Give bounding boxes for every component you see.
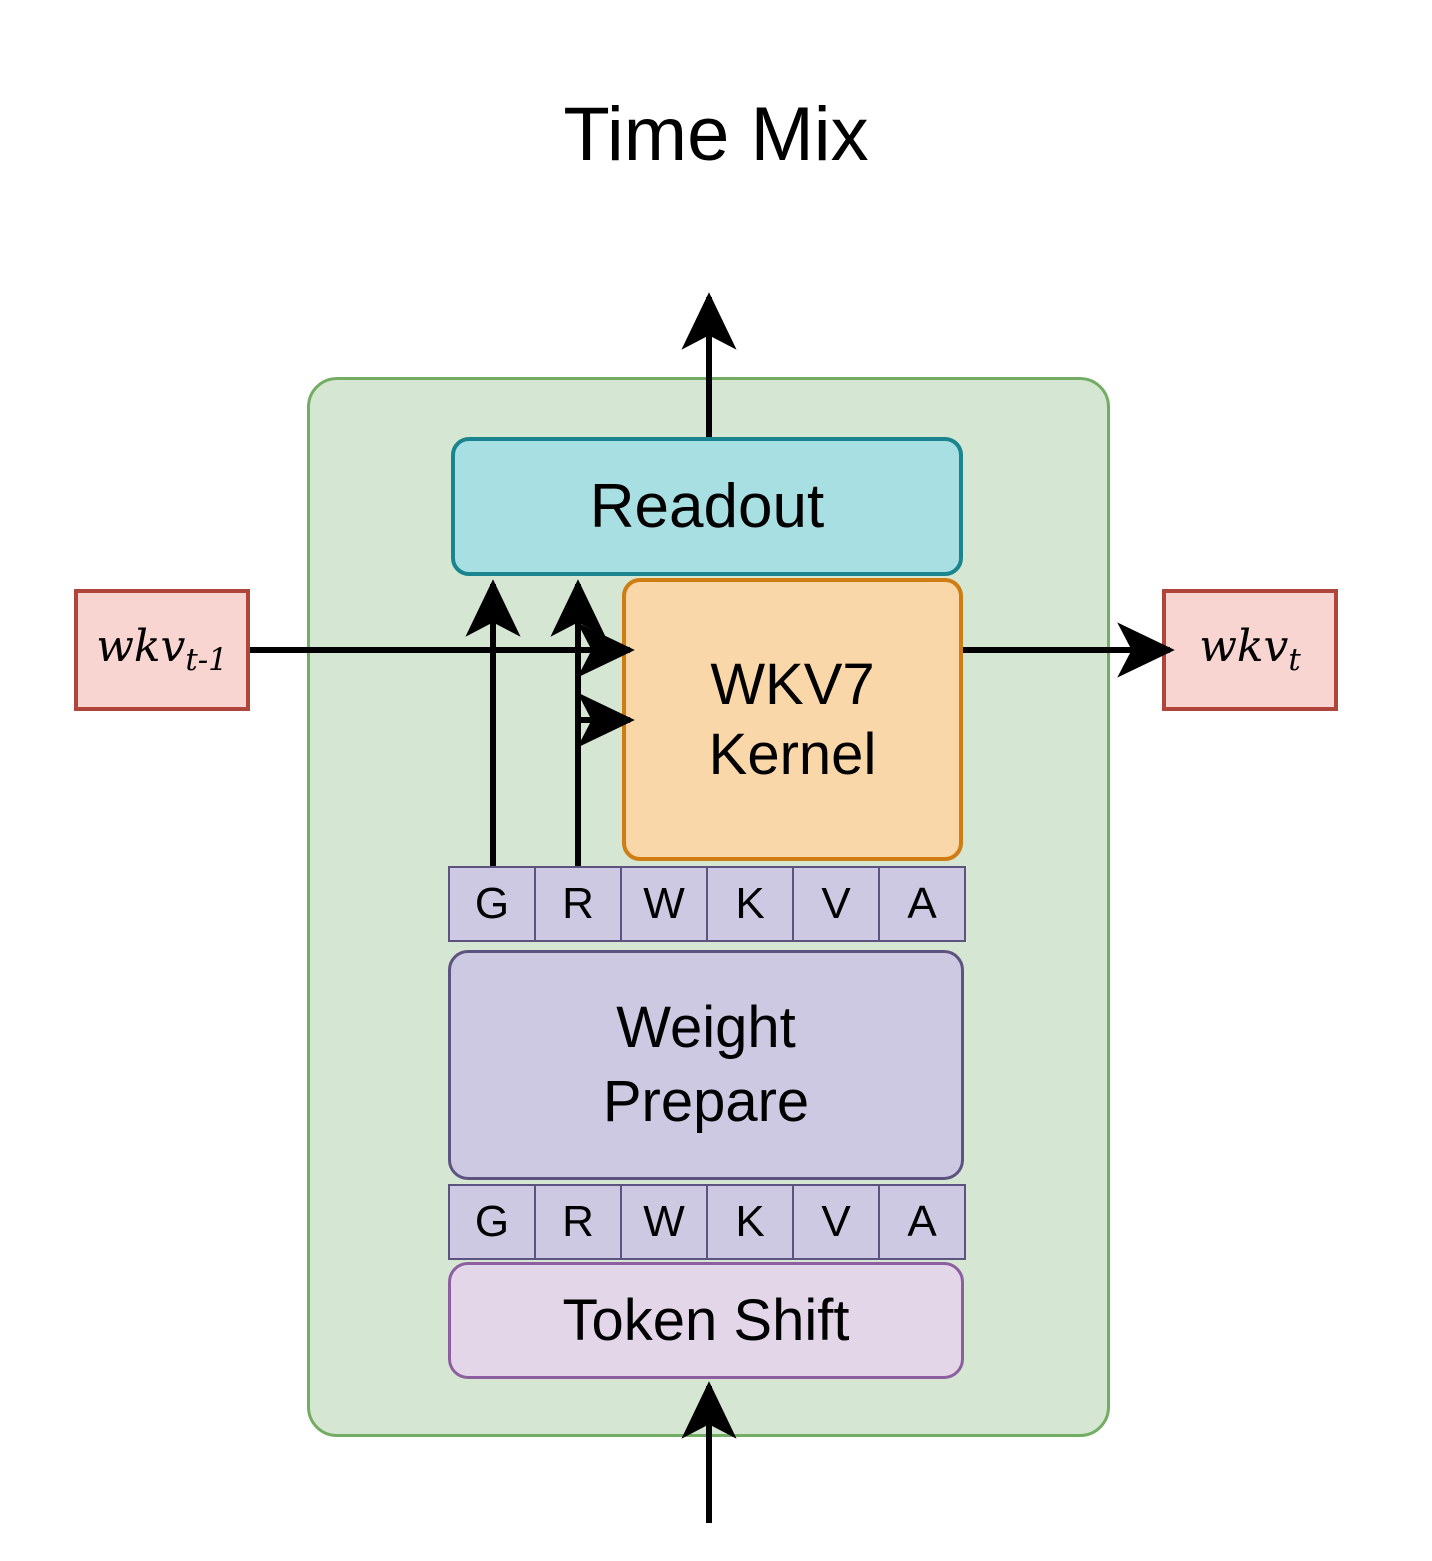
weight-prepare-label-line1: Weight	[616, 995, 796, 1060]
token-cell-top-w[interactable]: W	[620, 866, 708, 942]
wkv-next-state-label: wkvt	[1199, 621, 1301, 678]
token-shift-block[interactable]: Token Shift	[448, 1262, 964, 1379]
token-cell-top-v[interactable]: V	[792, 866, 880, 942]
token-cell-top-r[interactable]: R	[534, 866, 622, 942]
wkv-previous-state-label: wkvt-1	[96, 621, 228, 678]
page-title: Time Mix	[563, 92, 869, 177]
token-cell-top-a[interactable]: A	[878, 866, 966, 942]
wkv-next-subscript: t	[1288, 642, 1301, 679]
token-cell-bottom-g[interactable]: G	[448, 1184, 536, 1260]
token-shift-label: Token Shift	[562, 1288, 850, 1353]
weight-prepare-block[interactable]: Weight Prepare	[448, 950, 964, 1180]
wkv7-kernel-block[interactable]: WKV7 Kernel	[622, 578, 963, 861]
wkv-previous-state-box[interactable]: wkvt-1	[74, 589, 250, 711]
wkv-next-state-box[interactable]: wkvt	[1162, 589, 1338, 711]
token-cell-bottom-v[interactable]: V	[792, 1184, 880, 1260]
token-cell-top-k[interactable]: K	[706, 866, 794, 942]
token-cell-bottom-k[interactable]: K	[706, 1184, 794, 1260]
wkv7-kernel-label-line1: WKV7	[710, 651, 875, 717]
readout-label: Readout	[589, 472, 825, 541]
token-row-bottom: G R W K V A	[448, 1184, 966, 1260]
wkv7-kernel-label-line2: Kernel	[708, 721, 877, 787]
token-cell-bottom-w[interactable]: W	[620, 1184, 708, 1260]
token-cell-bottom-a[interactable]: A	[878, 1184, 966, 1260]
token-cell-top-g[interactable]: G	[448, 866, 536, 942]
weight-prepare-label-line2: Prepare	[602, 1069, 810, 1134]
wkv-previous-subscript: t-1	[185, 642, 228, 679]
token-cell-bottom-r[interactable]: R	[534, 1184, 622, 1260]
token-row-top: G R W K V A	[448, 866, 966, 942]
wkv-previous-symbol: wkv	[96, 621, 186, 673]
wkv-next-symbol: wkv	[1199, 621, 1289, 673]
readout-block[interactable]: Readout	[451, 437, 963, 576]
